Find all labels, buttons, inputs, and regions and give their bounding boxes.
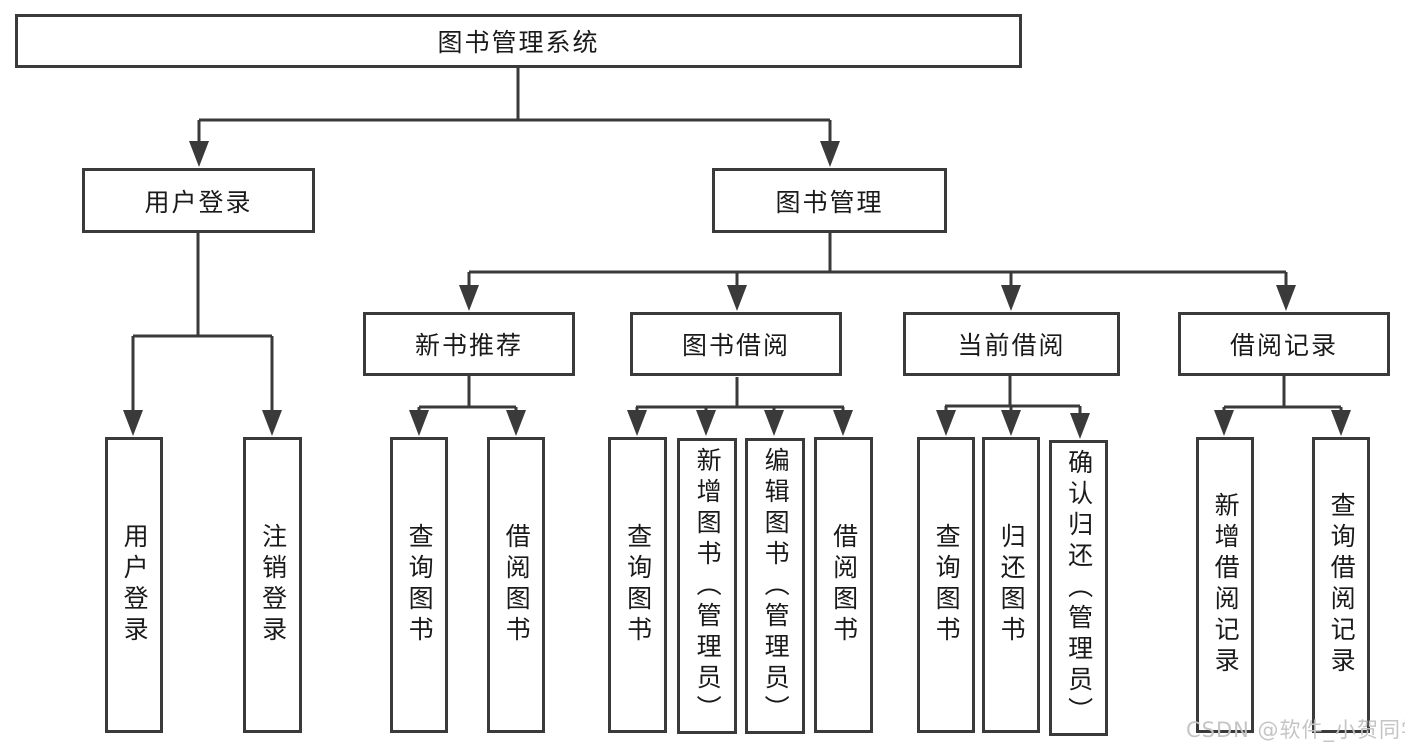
leaf-cb-query-books-label: 查询图书 — [932, 523, 962, 647]
leaf-bb-query-books: 查询图书 — [608, 437, 667, 733]
node-borrow-records: 借阅记录 — [1178, 312, 1390, 376]
leaf-cb-return-books-label: 归还图书 — [997, 523, 1027, 647]
node-current-borrow-label: 当前借阅 — [957, 331, 1066, 360]
node-user-login: 用户登录 — [82, 168, 315, 233]
node-book-management: 图书管理 — [712, 168, 947, 233]
leaf-bb-query-books-label: 查询图书 — [623, 523, 653, 647]
node-new-book-recommend: 新书推荐 — [363, 312, 575, 376]
node-root: 图书管理系统 — [15, 14, 1022, 68]
leaf-bb-add-books-admin-label: 新增图书（管理员） — [693, 446, 723, 726]
node-book-management-label: 图书管理 — [775, 187, 884, 217]
node-book-borrow: 图书借阅 — [630, 312, 842, 376]
watermark: CSDN @软件_小贺同学 — [1186, 718, 1405, 742]
leaf-cb-return-books: 归还图书 — [982, 437, 1040, 733]
leaf-nbr-borrow-books: 借阅图书 — [487, 437, 545, 733]
leaf-logout: 注销登录 — [243, 437, 302, 733]
node-root-label: 图书管理系统 — [437, 28, 600, 57]
leaf-br-query-record: 查询借阅记录 — [1312, 437, 1370, 733]
leaf-bb-borrow-books-label: 借阅图书 — [829, 523, 859, 647]
leaf-bb-add-books-admin: 新增图书（管理员） — [677, 438, 737, 734]
leaf-bb-borrow-books: 借阅图书 — [814, 437, 873, 733]
leaf-user-login: 用户登录 — [105, 437, 163, 733]
leaf-br-add-record: 新增借阅记录 — [1196, 437, 1254, 733]
leaf-nbr-borrow-books-label: 借阅图书 — [502, 523, 532, 647]
leaf-nbr-query-books: 查询图书 — [390, 437, 448, 733]
leaf-cb-query-books: 查询图书 — [917, 437, 975, 733]
leaf-br-query-record-label: 查询借阅记录 — [1327, 492, 1357, 678]
leaf-bb-edit-books-admin-label: 编辑图书（管理员） — [761, 446, 791, 726]
leaf-cb-confirm-return-admin: 确认归还（管理员） — [1049, 440, 1108, 736]
node-book-borrow-label: 图书借阅 — [681, 331, 790, 360]
leaf-nbr-query-books-label: 查询图书 — [405, 523, 435, 647]
node-new-book-recommend-label: 新书推荐 — [414, 331, 523, 360]
leaf-bb-edit-books-admin: 编辑图书（管理员） — [745, 438, 805, 734]
node-borrow-records-label: 借阅记录 — [1229, 331, 1338, 360]
arrowheads — [123, 141, 1351, 439]
leaf-br-add-record-label: 新增借阅记录 — [1211, 492, 1241, 678]
leaf-user-login-label: 用户登录 — [120, 523, 150, 647]
node-current-borrow: 当前借阅 — [903, 312, 1120, 376]
leaf-logout-label: 注销登录 — [258, 523, 288, 647]
node-user-login-label: 用户登录 — [144, 187, 253, 217]
leaf-cb-confirm-return-admin-label: 确认归还（管理员） — [1064, 448, 1094, 728]
